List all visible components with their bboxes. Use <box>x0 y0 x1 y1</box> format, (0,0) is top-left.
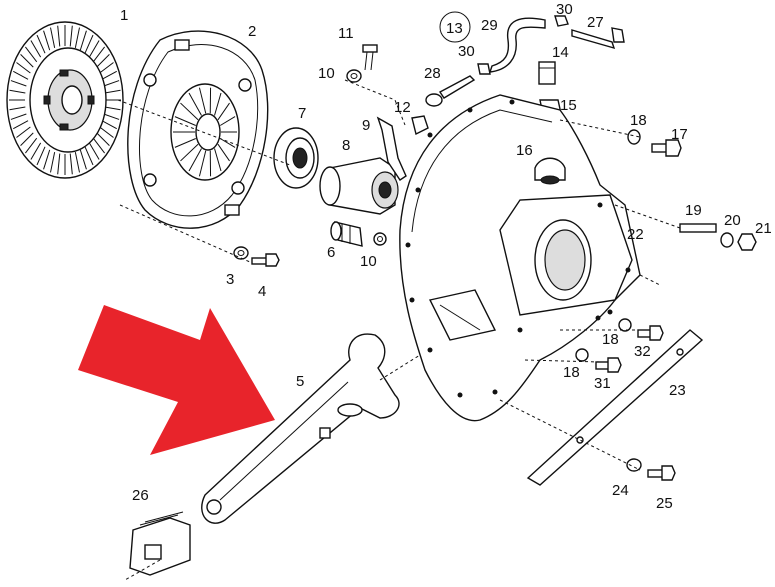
callout-16: 16 <box>516 142 533 159</box>
callout-19: 19 <box>685 202 702 219</box>
callout-3: 3 <box>226 271 234 288</box>
part-13-circled-label <box>439 11 471 43</box>
part-10-washer-top <box>346 69 362 83</box>
callout-9: 9 <box>362 117 370 134</box>
callout-15: 15 <box>560 97 577 114</box>
callout-21: 21 <box>755 220 772 237</box>
callout-7: 7 <box>298 105 306 122</box>
callout-30-top: 30 <box>556 1 573 18</box>
callout-22: 22 <box>627 226 644 243</box>
part-29-hose <box>488 17 546 73</box>
callout-23: 23 <box>669 382 686 399</box>
callout-1: 1 <box>120 7 128 24</box>
part-26-rubber-boot <box>129 511 191 576</box>
callout-8: 8 <box>342 137 350 154</box>
callout-2: 2 <box>248 23 256 40</box>
callout-27: 27 <box>587 14 604 31</box>
part-9-bracket <box>376 116 407 181</box>
part-6-pivot-stud <box>330 221 363 247</box>
callout-26: 26 <box>132 487 149 504</box>
part-31-bolt <box>595 357 622 373</box>
callout-11: 11 <box>338 25 354 42</box>
callout-labels: 1 2 3 4 5 6 7 8 9 10 10 11 12 13 14 15 1… <box>120 1 772 512</box>
part-1-clutch-disc <box>6 21 124 179</box>
callout-29: 29 <box>481 17 498 34</box>
part-18-washer-low <box>575 348 589 362</box>
callout-25: 25 <box>656 495 673 512</box>
part-25-bolt <box>647 465 676 481</box>
callout-14: 14 <box>552 44 569 61</box>
part-32-bolt <box>637 325 664 341</box>
part-18-washer-mid <box>618 318 632 332</box>
callout-31: 31 <box>594 375 611 392</box>
part-5-release-fork <box>201 333 400 524</box>
callout-20: 20 <box>724 212 741 229</box>
part-7-release-bearing <box>273 127 319 189</box>
callout-18-mid: 18 <box>602 331 619 348</box>
callout-10-bottom: 10 <box>360 253 377 270</box>
part-24-washer <box>626 458 642 472</box>
callout-12: 12 <box>394 99 411 116</box>
part-18-washer-top <box>627 129 641 145</box>
part-3-washer <box>233 246 249 260</box>
callout-4: 4 <box>258 283 266 300</box>
callout-18-low: 18 <box>563 364 580 381</box>
part-27-pipe <box>571 27 625 50</box>
part-28-pipe <box>425 75 476 107</box>
callout-13: 13 <box>446 20 463 37</box>
part-30-fitting-mid <box>477 63 491 75</box>
part-30-fitting-top <box>554 15 569 27</box>
callout-6: 6 <box>327 244 335 261</box>
part-14-bleeder <box>538 61 556 85</box>
part-17-bolt <box>651 139 682 157</box>
part-8-guide-sleeve <box>319 157 399 215</box>
part-4-bolt <box>251 253 280 267</box>
red-arrow-pointing-to-part-5-icon <box>78 305 275 455</box>
callout-30-mid: 30 <box>458 43 475 60</box>
callout-17: 17 <box>671 126 688 143</box>
callout-5: 5 <box>296 373 304 390</box>
part-10-washer-lower <box>373 232 387 246</box>
part-12-bracket-nut <box>411 115 429 136</box>
callout-24: 24 <box>612 482 629 499</box>
part-20-washer <box>720 232 734 248</box>
part-23-cover-plate <box>526 329 704 486</box>
callout-32: 32 <box>634 343 651 360</box>
part-21-nut <box>737 233 757 251</box>
callout-10-top: 10 <box>318 65 335 82</box>
part-11-bolt-top <box>362 44 378 71</box>
assembly-lines <box>117 79 681 581</box>
part-22-clutch-housing <box>399 94 641 422</box>
callout-28: 28 <box>424 65 441 82</box>
part-19-stud <box>679 223 717 233</box>
callout-18-top: 18 <box>630 112 647 129</box>
